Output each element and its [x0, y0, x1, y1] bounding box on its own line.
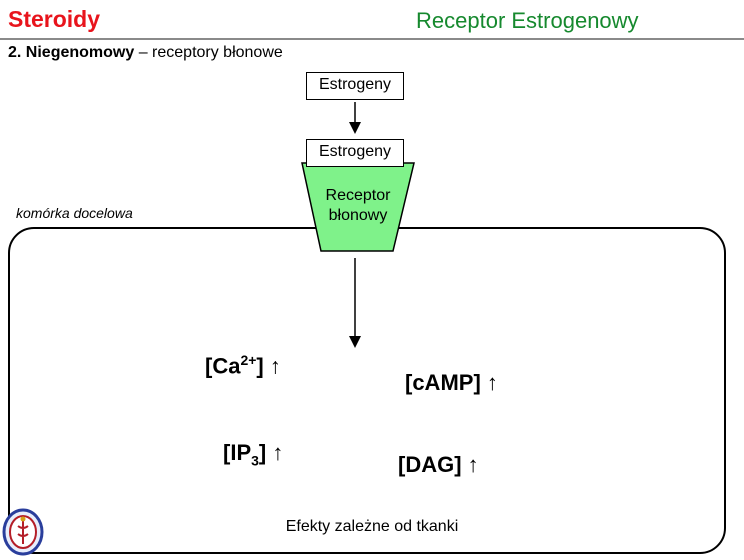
ip3-base: [IP [223, 440, 252, 465]
calcium-charge: 2+ [240, 352, 257, 368]
subtitle-rest: – receptory błonowe [134, 44, 283, 61]
dag-label: [DAG] [398, 452, 462, 477]
increase-arrow-icon: ↑ [467, 452, 479, 477]
header-divider [0, 38, 744, 40]
effect-label: Efekty zależne od tkanki [285, 518, 459, 535]
receptor-label: Receptor błonowy [306, 186, 410, 226]
increase-arrow-icon: ↑ [486, 370, 498, 395]
estrogen-box-bound: Estrogeny [306, 139, 404, 167]
receptor-label-line2: błonowy [328, 207, 388, 224]
increase-arrow-icon: ↑ [269, 353, 281, 379]
estrogen-box-top: Estrogeny [306, 72, 404, 100]
messenger-ip3: [IP3] ↑ [223, 440, 283, 468]
calcium-close: ] [256, 353, 264, 379]
university-seal-logo [2, 508, 44, 556]
messenger-camp: [cAMP] ↑ [405, 370, 498, 396]
subtitle: 2. Niegenomowy – receptory błonowe [8, 44, 283, 62]
camp-label: [cAMP] [405, 370, 481, 395]
receptor-label-line1: Receptor [325, 187, 391, 204]
ip3-close: ] [258, 440, 267, 465]
calcium-base: [Ca [205, 353, 241, 379]
ip3-subscript: 3 [251, 452, 259, 469]
increase-arrow-icon: ↑ [272, 440, 284, 465]
slide-topic: Receptor Estrogenowy [416, 8, 639, 33]
messenger-calcium: [Ca2+] ↑ [205, 352, 281, 379]
cell-label: komórka docelowa [16, 205, 133, 221]
slide-title: Steroidy [8, 6, 101, 32]
messenger-dag: [DAG] ↑ [398, 452, 479, 478]
subtitle-bold: 2. Niegenomowy [8, 44, 135, 61]
